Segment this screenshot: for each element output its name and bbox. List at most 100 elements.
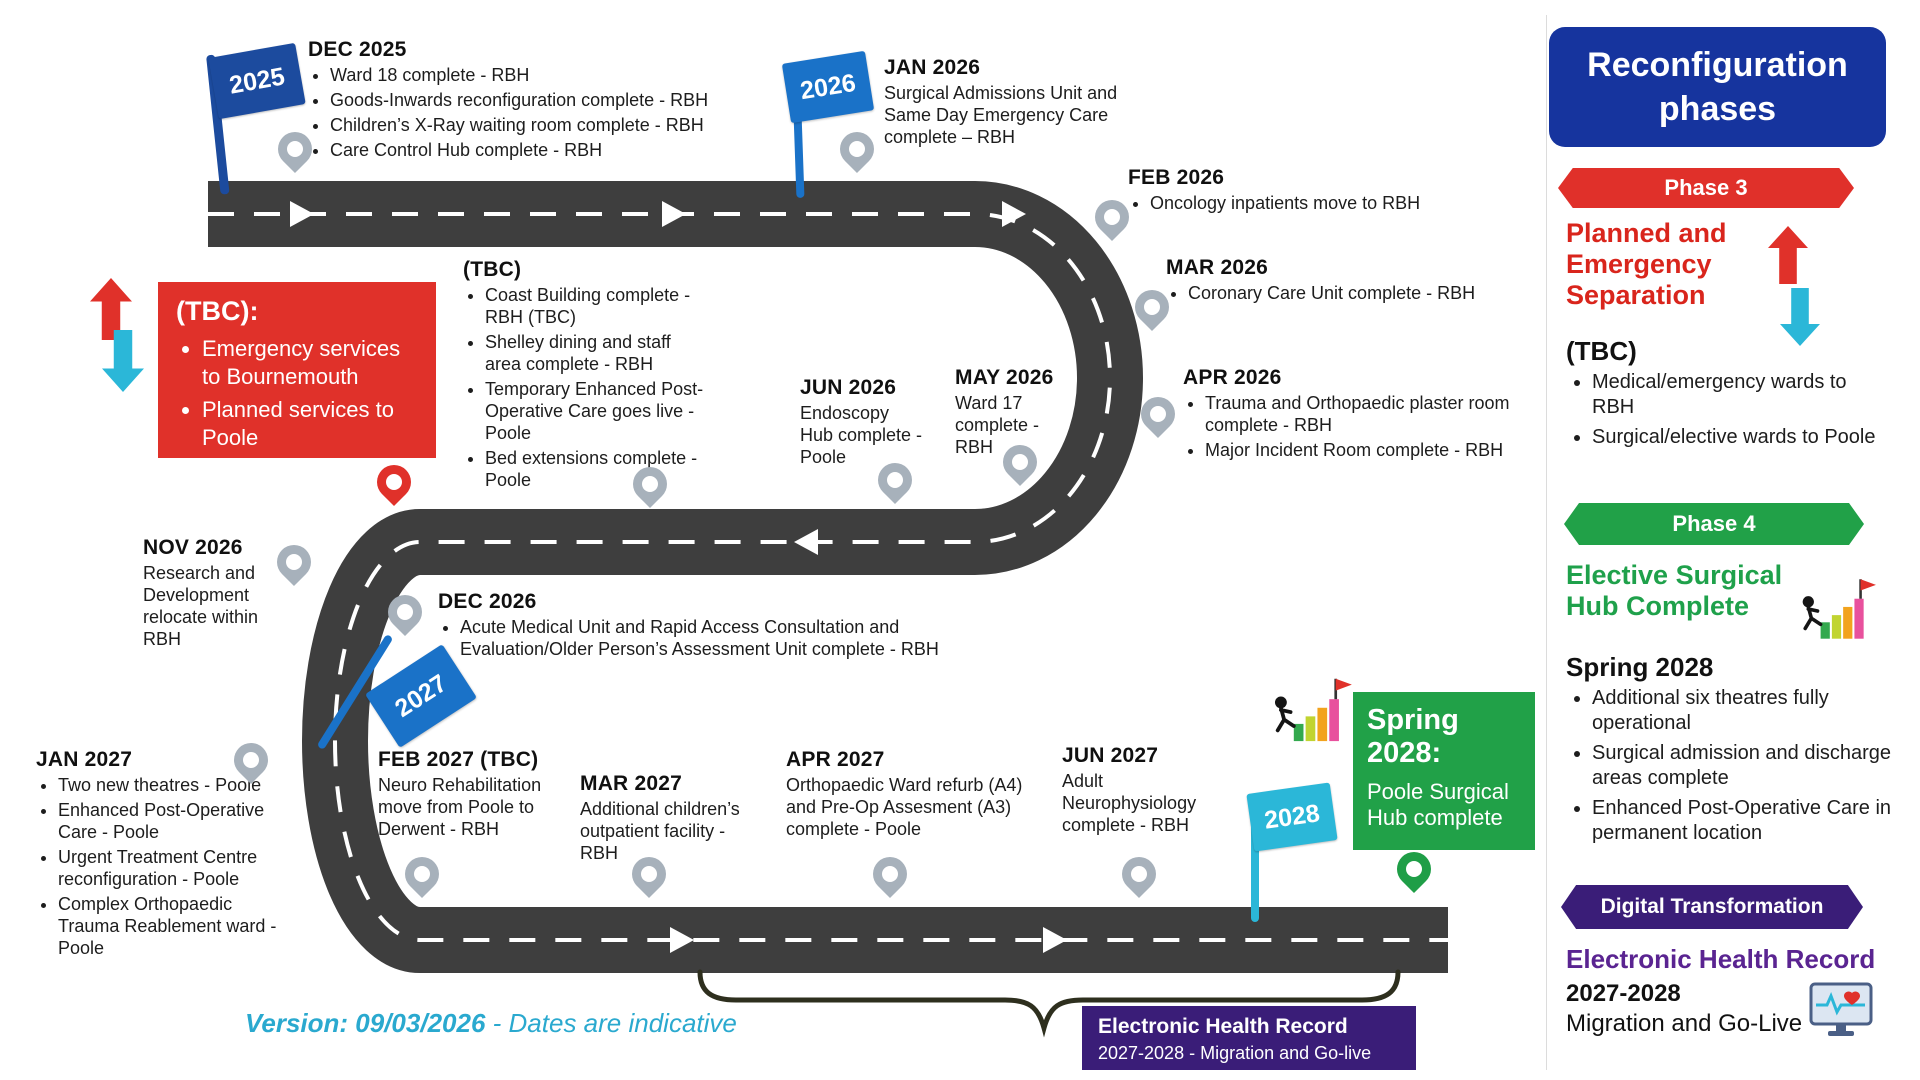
milestone-jun-2026: JUN 2026 Endoscopy Hub complete - Poole <box>800 376 925 469</box>
ehr-box: Electronic Health Record 2027-2028 - Mig… <box>1082 1006 1416 1070</box>
goal-climb-icon <box>1796 572 1878 653</box>
bullet-item: Medical/emergency wards to RBH <box>1592 370 1892 420</box>
bullet-item: Enhanced Post-Operative Care in permanen… <box>1592 796 1897 846</box>
tbc-box-title: (TBC): <box>176 296 259 326</box>
milestone-title: MAR 2026 <box>1166 256 1268 279</box>
bullet-item: Surgical admission and discharge areas c… <box>1592 741 1897 791</box>
sidebar-title-text: Reconfiguration phases <box>1587 45 1848 128</box>
bullet-item: Bed extensions complete - Poole <box>485 448 708 492</box>
milestone-title: APR 2026 <box>1183 366 1282 389</box>
milestone-title: NOV 2026 <box>143 536 243 559</box>
phase3-banner-label: Phase 3 <box>1664 175 1748 200</box>
milestone-jun-2027: JUN 2027 Adult Neurophysiology complete … <box>1062 744 1220 837</box>
phase4-banner: Phase 4 <box>1564 503 1864 545</box>
milestone-apr-2026: APR 2026 Trauma and Orthopaedic plaster … <box>1183 366 1528 465</box>
road-direction-arrows <box>290 201 1067 953</box>
spring-box-text: Poole Surgical Hub complete <box>1367 778 1509 831</box>
milestone-feb-2027: FEB 2027 (TBC) Neuro Rehabilitation move… <box>378 748 583 841</box>
milestone-text: Adult Neurophysiology complete - RBH <box>1062 771 1197 835</box>
phase4-subheading: Spring 2028 <box>1566 652 1714 682</box>
milestone-title: APR 2027 <box>786 748 885 771</box>
tbc-box-bullets: Emergency services to Bournemouth Planne… <box>202 335 418 451</box>
tbc-services-box: (TBC): Emergency services to Bournemouth… <box>158 282 436 458</box>
milestone-mar-2026: MAR 2026 Coronary Care Unit complete - R… <box>1166 256 1566 308</box>
spring-2028-box: Spring 2028: Poole Surgical Hub complete <box>1353 692 1535 850</box>
milestone-dec-2026: DEC 2026 Acute Medical Unit and Rapid Ac… <box>438 590 998 664</box>
bullet-item: Complex Orthopaedic Trauma Reablement wa… <box>58 894 288 960</box>
flag-2028: 2028 <box>1246 782 1338 852</box>
flag-year-label: 2026 <box>798 68 858 105</box>
milestone-title: JAN 2026 <box>884 56 981 79</box>
milestone-apr-2027: APR 2027 Orthopaedic Ward refurb (A4) an… <box>786 748 1034 841</box>
flag-year-label: 2028 <box>1262 798 1322 835</box>
phase4-heading: Elective Surgical Hub Complete <box>1566 560 1783 622</box>
milestone-text: Endoscopy Hub complete - Poole <box>800 403 923 467</box>
milestone-bullets: Coast Building complete - RBH (TBC) Shel… <box>485 285 708 492</box>
sidebar-title: Reconfiguration phases <box>1549 27 1886 147</box>
bullet-item: Acute Medical Unit and Rapid Access Cons… <box>460 617 998 661</box>
bullet-item: Additional six theatres fully operationa… <box>1592 686 1897 736</box>
bullet-item: Ward 18 complete - RBH <box>330 65 768 87</box>
milestone-bullets: Two new theatres - Poole Enhanced Post-O… <box>58 775 288 960</box>
bullet-item: Urgent Treatment Centre reconfiguration … <box>58 847 288 891</box>
ehr-box-subtitle: 2027-2028 - Migration and Go-live <box>1098 1043 1372 1063</box>
bullet-item: Major Incident Room complete - RBH <box>1205 440 1528 462</box>
phase4-banner-label: Phase 4 <box>1672 511 1756 536</box>
milestone-bullets: Acute Medical Unit and Rapid Access Cons… <box>460 617 998 661</box>
bullet-item: Oncology inpatients move to RBH <box>1150 193 1528 215</box>
milestone-text: Surgical Admissions Unit and Same Day Em… <box>884 83 1118 147</box>
milestone-title: JUN 2026 <box>800 376 897 399</box>
milestone-title: (TBC) <box>463 258 522 281</box>
goal-climb-icon <box>1268 670 1354 757</box>
ehr-heading: Electronic Health Record <box>1566 944 1876 974</box>
phase3-subheading: (TBC) <box>1566 336 1637 366</box>
road-centerline <box>208 212 1448 942</box>
ehr-computer-icon <box>1808 980 1878 1045</box>
flag-year-label: 2027 <box>389 668 452 723</box>
milestone-title: JAN 2027 <box>36 748 133 771</box>
bullet-item: Planned services to Poole <box>202 396 418 451</box>
ehr-brace <box>697 969 1401 1038</box>
milestone-title: MAY 2026 <box>955 366 1054 389</box>
flag-year-label: 2025 <box>227 61 287 100</box>
bullet-item: Children’s X-Ray waiting room complete -… <box>330 115 768 137</box>
sidebar-divider <box>1546 15 1547 1070</box>
phase3-banner: Phase 3 <box>1558 168 1854 208</box>
milestone-title: DEC 2026 <box>438 590 537 613</box>
milestone-may-2026: MAY 2026 Ward 17 complete - RBH <box>955 366 1065 459</box>
bullet-item: Goods-Inwards reconfiguration complete -… <box>330 90 768 112</box>
bullet-item: Emergency services to Bournemouth <box>202 335 418 390</box>
milestone-jan-2026: JAN 2026 Surgical Admissions Unit and Sa… <box>884 56 1119 149</box>
milestone-jan-2027: JAN 2027 Two new theatres - Poole Enhanc… <box>36 748 288 963</box>
phase4-bullets: Additional six theatres fully operationa… <box>1592 686 1897 851</box>
milestone-text: Neuro Rehabilitation move from Poole to … <box>378 775 542 839</box>
bullet-item: Temporary Enhanced Post-Operative Care g… <box>485 379 708 445</box>
milestone-title: FEB 2026 <box>1128 166 1225 189</box>
milestone-mar-2027: MAR 2027 Additional children’s outpatien… <box>580 772 762 865</box>
digital-transformation-banner: Digital Transformation <box>1561 885 1863 929</box>
milestone-title: MAR 2027 <box>580 772 682 795</box>
flagpole-2028 <box>1251 800 1259 922</box>
ehr-years: 2027-2028 <box>1566 980 1681 1007</box>
milestone-bullets: Oncology inpatients move to RBH <box>1150 193 1528 215</box>
milestone-title: DEC 2025 <box>308 38 407 61</box>
bullet-item: Coast Building complete - RBH (TBC) <box>485 285 708 329</box>
bullet-item: Trauma and Orthopaedic plaster room comp… <box>1205 393 1528 437</box>
milestone-text: Ward 17 complete - RBH <box>955 393 1040 457</box>
milestone-feb-2026: FEB 2026 Oncology inpatients move to RBH <box>1128 166 1528 218</box>
version-label: Version: 09/03/2026 <box>245 1008 486 1038</box>
milestone-text: Orthopaedic Ward refurb (A4) and Pre-Op … <box>786 775 1023 839</box>
milestone-title: FEB 2027 (TBC) <box>378 748 539 771</box>
phase3-bullets: Medical/emergency wards to RBH Surgical/… <box>1592 370 1892 455</box>
digital-banner-label: Digital Transformation <box>1600 895 1824 918</box>
milestone-tbc-works: (TBC) Coast Building complete - RBH (TBC… <box>463 258 708 495</box>
bullet-item: Care Control Hub complete - RBH <box>330 140 768 162</box>
milestone-text: Additional children’s outpatient facilit… <box>580 799 740 863</box>
milestone-bullets: Trauma and Orthopaedic plaster room comp… <box>1205 393 1528 462</box>
bullet-item: Enhanced Post-Operative Care - Poole <box>58 800 288 844</box>
bullet-item: Shelley dining and staff area complete -… <box>485 332 708 376</box>
milestone-bullets: Coronary Care Unit complete - RBH <box>1188 283 1566 305</box>
bullet-item: Coronary Care Unit complete - RBH <box>1188 283 1566 305</box>
milestone-bullets: Ward 18 complete - RBH Goods-Inwards rec… <box>330 65 768 162</box>
